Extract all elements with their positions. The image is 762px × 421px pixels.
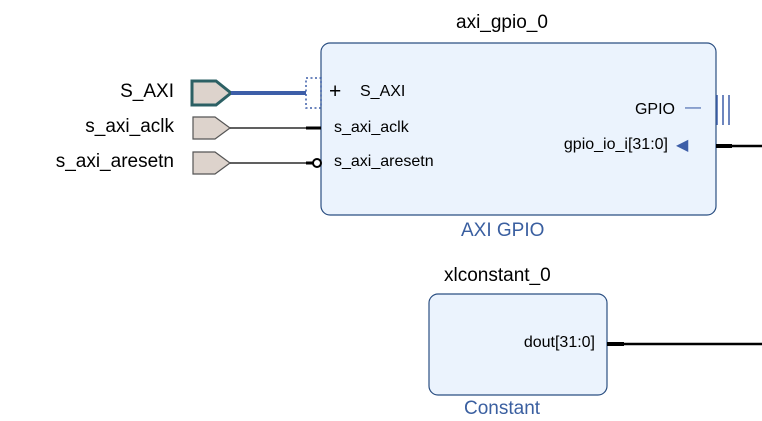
external-port-s-axi-aclk-shape[interactable] [192, 116, 232, 140]
external-port-label-s-axi-aclk: s_axi_aclk [85, 116, 174, 137]
pin-label-s-axi-aclk: s_axi_aclk [334, 119, 409, 136]
axi-gpio-instance-name: axi_gpio_0 [456, 12, 548, 33]
external-port-label-s-axi: S_AXI [120, 81, 174, 102]
pin-label-gpio: GPIO [634, 101, 675, 118]
pin-label-gpio-io-i: gpio_io_i[31:0] [563, 136, 668, 153]
constant-type-label: Constant [464, 398, 541, 419]
external-port-s-axi-aresetn-shape[interactable] [192, 151, 232, 175]
input-arrow-icon: ◀ [676, 137, 689, 154]
s-axi-plus-icon[interactable]: + [329, 80, 342, 103]
axi-gpio-type-label: AXI GPIO [461, 220, 545, 241]
gpio-interface-pin[interactable] [716, 95, 730, 125]
constant-instance-name: xlconstant_0 [444, 265, 551, 286]
pin-label-dout: dout[31:0] [523, 334, 595, 351]
external-port-label-s-axi-aresetn: s_axi_aresetn [55, 151, 174, 172]
aresetn-inversion-bubble [312, 158, 322, 168]
external-port-s-axi-shape[interactable] [190, 79, 234, 107]
s-axi-bus-pin[interactable] [305, 77, 322, 109]
pin-label-s-axi: S_AXI [360, 83, 406, 100]
gpio-dash-icon: — [685, 99, 701, 116]
pin-label-s-axi-aresetn: s_axi_aresetn [334, 153, 434, 170]
